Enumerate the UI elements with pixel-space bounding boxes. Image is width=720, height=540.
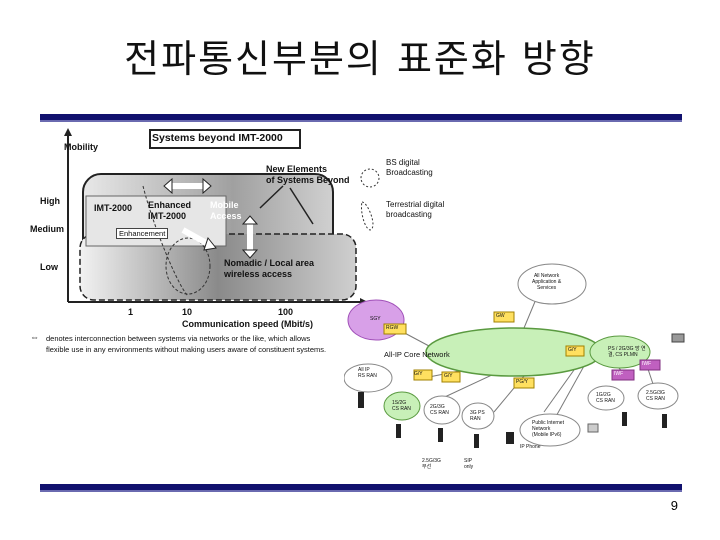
- footnote-line-2: flexible use in any environments without…: [46, 345, 327, 354]
- phone-icon: [506, 432, 514, 444]
- iwf1-label: IWF: [614, 371, 624, 377]
- bs-broadcast-oval: [165, 237, 211, 295]
- public-net-label: Public Internet Network (Mobile IPv6): [532, 420, 564, 438]
- gw-left-box: [383, 323, 407, 335]
- page-number: 9: [670, 498, 678, 513]
- y-axis-title: Mobility: [64, 142, 98, 152]
- right-ran-label: 2.5G/3G CS RAN: [646, 390, 665, 402]
- gw-mid-box: [413, 369, 433, 381]
- interconnect-arrow-icon: ⇔: [30, 332, 39, 342]
- right-ran-cloud: [637, 382, 679, 410]
- x-tick-10: 10: [182, 307, 193, 317]
- gw-mid2-box: [441, 371, 461, 383]
- phone-icon: [438, 428, 443, 442]
- phone-icon: [474, 434, 479, 448]
- top-divider: [40, 114, 682, 122]
- legend-icons: [360, 168, 380, 231]
- right-access-cloud: [589, 335, 651, 369]
- x-tick-1: 1: [128, 307, 134, 317]
- bottom-label-1: 2.5G/3G 무선: [422, 458, 441, 470]
- y-level-high: High: [40, 196, 60, 206]
- legend-bs: BS digital Broadcasting: [386, 158, 433, 177]
- enhanced-label: Enhanced IMT-2000: [148, 200, 192, 221]
- right-ran2-label: 1G/2G CS RAN: [596, 392, 615, 404]
- app-server-cloud: [517, 263, 587, 305]
- core-network-label: All-IP Core Network: [384, 350, 450, 359]
- terrestrial-legend-icon: [361, 201, 374, 231]
- enhancement-label: Enhancement: [116, 228, 169, 239]
- phone-icon: [622, 412, 627, 426]
- iwf1-box: [611, 369, 635, 381]
- gw-mid2-label: G/Y: [444, 373, 453, 379]
- ip-phone-label: IP Phone: [520, 444, 541, 450]
- phone-icon: [358, 392, 364, 408]
- pgw-label: PG/Y: [516, 379, 528, 385]
- legend-terrestrial: Terrestrial digital broadcasting: [386, 200, 445, 219]
- iwf2-box: [639, 359, 661, 371]
- y-level-low: Low: [40, 262, 58, 272]
- x-tick-100: 100: [278, 307, 294, 317]
- network-diagram: [344, 263, 685, 448]
- nomadic-label: Nomadic / Local area wireless access: [224, 258, 315, 279]
- bottom-label-2: SIP only: [464, 458, 474, 470]
- left-access-label: All IP RS RAN: [358, 367, 377, 379]
- box-title-frame: [149, 129, 301, 149]
- gw-left-label: RGW: [386, 325, 399, 331]
- y-level-medium: Medium: [30, 224, 65, 234]
- mobility-diagram: [64, 128, 368, 306]
- box-title: Systems beyond IMT-2000: [152, 132, 283, 144]
- cloud-left-label: SGY: [370, 316, 381, 322]
- ran2-label: 2G/3G CS RAN: [430, 404, 449, 416]
- bottom-divider: [40, 484, 682, 492]
- ran3-cloud: [461, 402, 495, 430]
- gw-top-label: GW: [496, 313, 505, 319]
- public-net-cloud: [519, 413, 581, 447]
- gw-right-box: [565, 345, 585, 357]
- phone-icon: [662, 414, 667, 428]
- gw-mid-label: G/Y: [414, 371, 423, 377]
- bs-legend-icon: [360, 168, 380, 188]
- cdma-ran-cloud: [383, 391, 421, 421]
- cdma-ran-label: 1S/2G CS RAN: [392, 400, 411, 412]
- laptop-icon: [587, 423, 599, 433]
- iwf2-label: IWF: [642, 361, 652, 367]
- app-server-label: All Network Application & Services: [532, 273, 562, 291]
- new-elements-label: New Elements of Systems Beyond: [266, 164, 350, 185]
- right-top-label: PS / 2G/3G 망 연 결, CS PLMN: [608, 346, 646, 358]
- gw-top-box: [493, 311, 515, 323]
- gw-right-label: G/Y: [568, 347, 577, 353]
- all-ip-ran-cloud: [344, 363, 393, 393]
- right-ran2-cloud: [587, 385, 625, 411]
- pgw-box: [513, 377, 535, 389]
- ran3-label: 3G PS RAN: [470, 410, 485, 422]
- desk-phone-icon: [671, 333, 685, 343]
- phone-icon: [396, 424, 401, 438]
- slide-title: 전파통신부분의 표준화 방향: [124, 37, 596, 81]
- ran2-cloud: [423, 395, 461, 425]
- mobile-access-label: Mobile Access: [210, 200, 242, 221]
- nomadic-region: [79, 233, 357, 301]
- footnote-line-1: denotes interconnection between systems …: [46, 334, 311, 343]
- x-axis-title: Communication speed (Mbit/s): [182, 319, 314, 329]
- imt2000-label: IMT-2000: [94, 203, 133, 213]
